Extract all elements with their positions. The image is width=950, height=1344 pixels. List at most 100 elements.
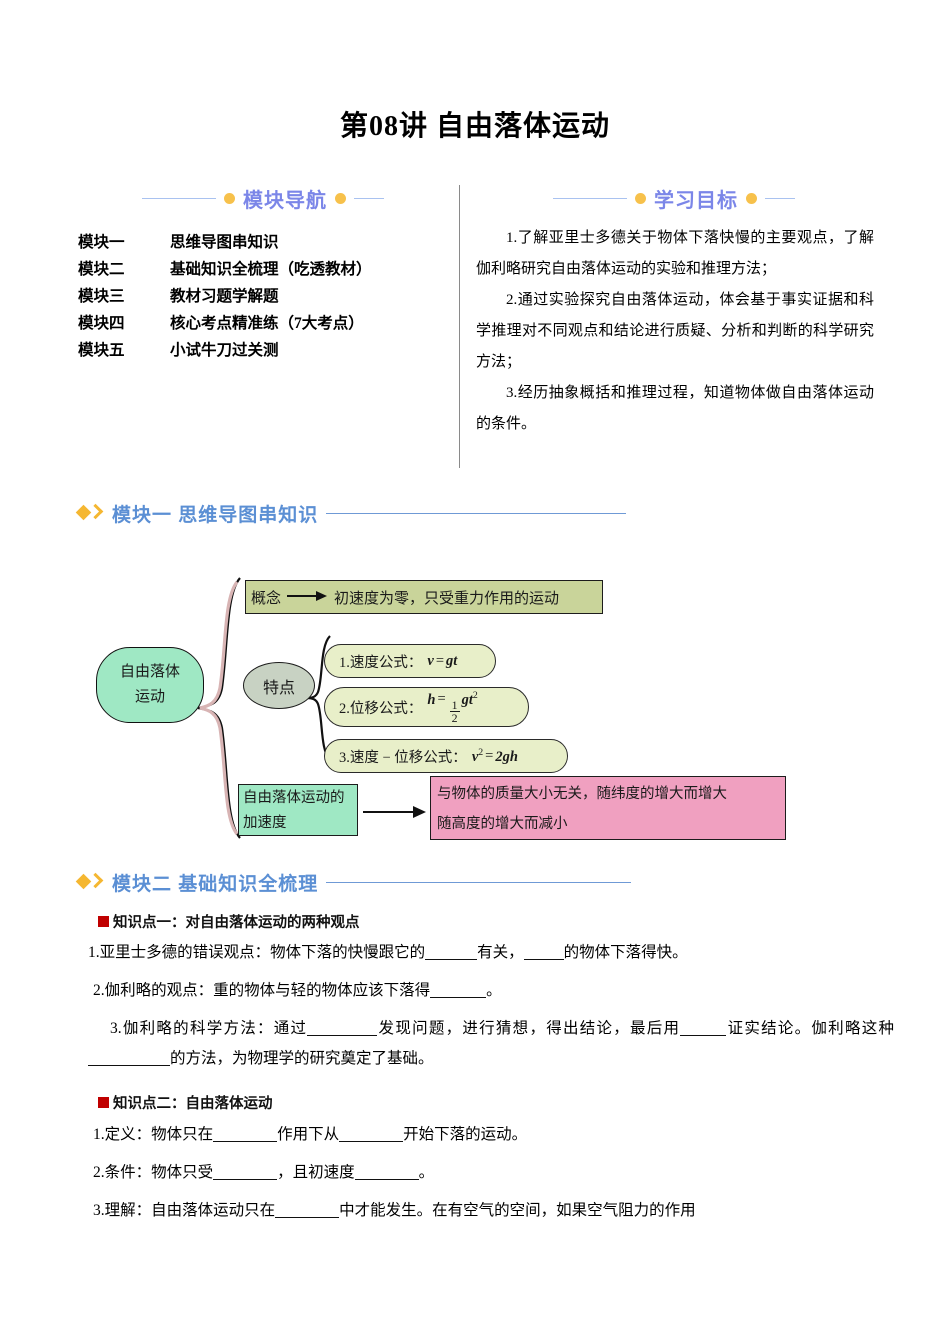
module-list-item[interactable]: 模块五 小试牛刀过关测: [78, 337, 448, 364]
section-2-title: 模块二 基础知识全梳理: [112, 874, 319, 895]
acceleration-desc-line2: 随高度的增大而减小: [437, 816, 568, 832]
k1-p1-part-c: 的物体下落得快。: [563, 944, 688, 961]
mindmap-diagram: 自由落体 运动 概念 初速度为零，只受重力作用的运动 特点 1.速度公式： v=…: [78, 568, 858, 860]
formula-2-label: 2.位移公式：: [339, 700, 423, 717]
acceleration-line1: 自由落体运动的: [243, 790, 345, 806]
k1-p2-part-a: 2.伽利略的观点：重的物体与轻的物体应该下落得: [93, 982, 431, 999]
k1-p3-part-c: 证实结论。伽利略这种: [726, 1020, 894, 1037]
learning-goal-item: 1.了解亚里士多德关于物体下落快慢的主要观点，了解伽利略研究自由落体运动的实验和…: [476, 230, 874, 277]
knowledge-1-item-3: 3.伽利略的科学方法：通过 发现问题，进行猜想，得出结论，最后用 证实结论。伽利略这…: [88, 1014, 894, 1074]
k2-p3-part-a: 3.理解：自由落体运动只在: [93, 1202, 276, 1219]
diamond-chevron-icon: [75, 872, 104, 892]
main-brace-icon: [197, 577, 241, 839]
formula-1-label: 1.速度公式：: [339, 654, 423, 671]
module-key: 模块五: [78, 342, 125, 359]
page-title: 第08讲 自由落体运动: [339, 111, 610, 142]
module-label: 核心考点精准练（7大考点）: [170, 315, 364, 332]
banner-rule-left: [142, 197, 216, 199]
blank-field[interactable]: [430, 997, 487, 998]
formula-3-label: 3.速度 − 位移公式：: [339, 749, 467, 766]
banner-rule-right: [354, 197, 384, 199]
banner-rule-left: [553, 197, 627, 199]
acceleration-line2: 加速度: [243, 815, 287, 831]
module-list-item[interactable]: 模块一 思维导图串知识: [78, 229, 448, 256]
blank-field[interactable]: [339, 1141, 404, 1142]
learning-goal-item: 3.经历抽象概括和推理过程，知道物体做自由落体运动的条件。: [476, 385, 874, 432]
learning-goals-panel: 学习目标 1.了解亚里士多德关于物体下落快慢的主要观点，了解伽利略研究自由落体运…: [470, 183, 878, 468]
red-square-bullet-icon: [98, 1097, 109, 1108]
module-nav-title: 模块导航: [243, 189, 327, 212]
blank-field[interactable]: [213, 1179, 278, 1180]
knowledge-point-2-header: 知识点二：自由落体运动: [98, 1092, 273, 1113]
module-label: 基础知识全梳理（吃透教材）: [170, 261, 372, 278]
blank-field[interactable]: [213, 1141, 278, 1142]
banner-rule-right: [765, 197, 795, 199]
module-label: 教材习题学解题: [170, 288, 279, 305]
knowledge-point-1-title: 知识点一：对自由落体运动的两种观点: [113, 915, 360, 931]
mindmap-root-line2: 运动: [134, 689, 165, 705]
mindmap-concept-node: 概念 初速度为零，只受重力作用的运动: [245, 580, 603, 614]
knowledge-2-item-3: 3.理解：自由落体运动只在 中才能发生。在有空气的空间，如果空气阻力的作用: [93, 1196, 899, 1226]
section-2-rule: [326, 881, 632, 884]
blank-field[interactable]: [275, 1217, 340, 1218]
blank-field[interactable]: [354, 1179, 419, 1180]
k1-p3-part-a: 3.伽利略的科学方法：通过: [110, 1020, 308, 1037]
formula-3-expression: v2=2gh: [471, 746, 518, 765]
k1-p1-part-a: 1.亚里士多德的错误观点：物体下落的快慢跟它的: [88, 944, 426, 961]
red-square-bullet-icon: [98, 916, 109, 927]
k1-p2-part-b: 。: [486, 982, 502, 999]
module-nav-banner: 模块导航: [78, 183, 448, 213]
concept-text: 初速度为零，只受重力作用的运动: [334, 590, 560, 607]
module-key: 模块二: [78, 261, 125, 278]
learning-goals-title: 学习目标: [654, 189, 738, 212]
module-label: 小试牛刀过关测: [170, 342, 279, 359]
k2-p2-part-a: 2.条件：物体只受: [93, 1164, 214, 1181]
k1-p3-part-d: 的方法，为物理学的研究奠定了基础。: [170, 1050, 434, 1067]
mindmap-feature-node: 特点: [243, 662, 315, 709]
acceleration-arrow-icon: [363, 806, 429, 818]
concept-arrow-icon: [287, 591, 328, 601]
k1-p1-part-b: 有关，: [477, 944, 524, 961]
mindmap-acceleration-desc-node: 与物体的质量大小无关，随纬度的增大而增大 随高度的增大而减小: [430, 776, 786, 840]
learning-goals-list: 1.了解亚里士多德关于物体下落快慢的主要观点，了解伽利略研究自由落体运动的实验和…: [470, 223, 878, 440]
knowledge-1-item-2: 2.伽利略的观点：重的物体与轻的物体应该下落得 。: [93, 976, 893, 1006]
banner-dot-left-icon: [224, 192, 235, 204]
module-list-item[interactable]: 模块四 核心考点精准练（7大考点）: [78, 310, 448, 337]
mindmap-formula-pill-1: 1.速度公式： v=gt: [324, 644, 496, 678]
k1-p3-part-b: 发现问题，进行猜想，得出结论，最后用: [377, 1020, 681, 1037]
mindmap-acceleration-node: 自由落体运动的 加速度: [238, 784, 358, 836]
feature-label: 特点: [262, 679, 295, 697]
blank-field[interactable]: [88, 1065, 170, 1066]
blank-field[interactable]: [680, 1035, 727, 1036]
k2-p2-part-b: ，且初速度: [277, 1164, 355, 1181]
blank-field[interactable]: [425, 959, 478, 960]
learning-goals-banner: 学习目标: [470, 183, 878, 213]
knowledge-point-1-header: 知识点一：对自由落体运动的两种观点: [98, 911, 360, 932]
section-1-rule: [326, 512, 627, 515]
module-key: 模块四: [78, 315, 125, 332]
module-nav-panel: 模块导航 模块一 思维导图串知识 模块二 基础知识全梳理（吃透教材） 模块三 教…: [78, 183, 448, 468]
banner-dot-left-icon: [635, 192, 646, 204]
diamond-chevron-icon: [75, 503, 104, 523]
module-label: 思维导图串知识: [170, 234, 279, 251]
mindmap-formula-pill-3: 3.速度 − 位移公式： v2=2gh: [324, 739, 568, 773]
concept-label: 概念: [251, 590, 282, 607]
k2-p1-part-b: 作用下从: [277, 1126, 340, 1143]
module-list-item[interactable]: 模块三 教材习题学解题: [78, 283, 448, 310]
mindmap-root-line1: 自由落体: [119, 664, 180, 680]
k2-p1-part-a: 1.定义：物体只在: [93, 1126, 214, 1143]
k2-p2-part-c: 。: [418, 1164, 435, 1181]
banner-dot-right-icon: [746, 192, 757, 204]
k2-p3-part-b: 中才能发生。在有空气的空间，如果空气阻力的作用: [339, 1202, 696, 1219]
blank-field[interactable]: [307, 1035, 378, 1036]
blank-field[interactable]: [523, 959, 564, 960]
mindmap-root-node: 自由落体 运动: [96, 647, 204, 723]
knowledge-point-2-title: 知识点二：自由落体运动: [113, 1096, 273, 1112]
acceleration-desc-line1: 与物体的质量大小无关，随纬度的增大而增大: [437, 786, 727, 802]
formula-1-expression: v=gt: [427, 652, 458, 669]
module-list-item[interactable]: 模块二 基础知识全梳理（吃透教材）: [78, 256, 448, 283]
knowledge-2-item-2: 2.条件：物体只受 ，且初速度 。: [93, 1158, 893, 1188]
